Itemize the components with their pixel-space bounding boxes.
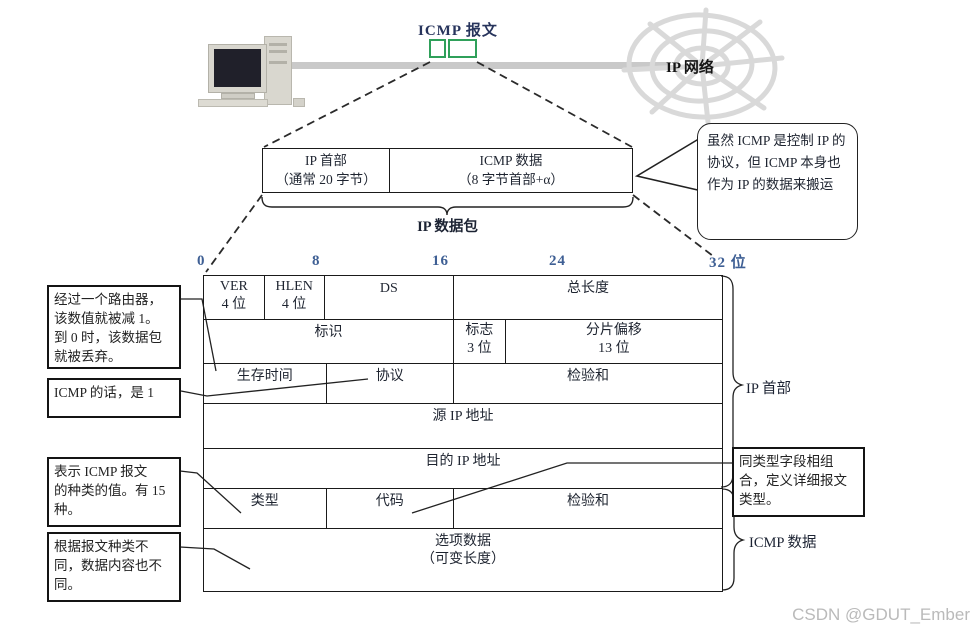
tower-slot (269, 61, 287, 64)
dashed-expansion-lines (205, 61, 714, 273)
field-cell-icmp-type: 类型 (250, 494, 279, 509)
monitor-stand (221, 93, 255, 99)
computer-keyboard (198, 99, 268, 107)
table-row: 类型 代码 检验和 (204, 488, 722, 528)
note-ttl-decrement: 经过一个路由器， 该数值就被减 1。 到 0 时，该数据包 就被丢弃。 (47, 285, 181, 369)
field-cell-ttl: 生存时间 (236, 369, 293, 384)
table-row: 选项数据（可变长度） (204, 528, 722, 591)
field-cell-identification: 标识 (314, 325, 343, 340)
icmp-packet-segment-icon (448, 39, 477, 58)
speech-bubble: 虽然 ICMP 是控制 IP 的协议，但 ICMP 本身也作为 IP 的数据来搬… (697, 123, 858, 240)
icmp-data-brace-label: ICMP 数据 (749, 535, 817, 551)
bit-tick-24: 24 (549, 253, 566, 269)
ip-header-segment-title: IP 首部 (305, 153, 347, 168)
computer-monitor (208, 44, 267, 93)
note-data-varies: 根据报文种类不 同，数据内容也不 同。 (47, 532, 181, 602)
icmp-data-segment-size: （8 字节首部+α） (458, 172, 564, 187)
note-type-code-combination: 同类型字段相组 合，定义详细报文 类型。 (732, 447, 865, 517)
table-row: 生存时间 协议 检验和 (204, 363, 722, 403)
bit-tick-8: 8 (312, 253, 321, 269)
annotation-leader-lines (179, 298, 732, 570)
csdn-watermark: CSDN @GDUT_Ember (792, 605, 970, 624)
icmp-packet-segment-icon (429, 39, 446, 58)
table-row: 源 IP 地址 (204, 403, 722, 448)
computer-tower-foot (293, 98, 305, 107)
field-cell-destination-ip: 目的 IP 地址 (425, 454, 501, 469)
ip-datagram-brace (261, 196, 634, 216)
ip-header-brace-label: IP 首部 (746, 381, 791, 397)
ip-header-segment-size: （通常 20 字节） (275, 172, 377, 187)
field-cell-icmp-code: 代码 (325, 489, 454, 528)
bit-tick-16: 16 (432, 253, 449, 269)
field-cell-header-checksum: 检验和 (453, 364, 722, 403)
network-cable-line (290, 62, 670, 69)
ip-datagram-box: IP 首部 （通常 20 字节） ICMP 数据 （8 字节首部+α） (262, 148, 633, 193)
bit-tick-0: 0 (197, 253, 206, 269)
ip-header-segment: IP 首部 （通常 20 字节） (263, 149, 389, 192)
field-cell-ds: DS (323, 276, 454, 319)
field-cell-option-data: 选项数据（可变长度） (421, 534, 505, 567)
monitor-screen (214, 49, 261, 87)
bit-tick-32: 32 位 (709, 255, 747, 271)
field-cell-protocol: 协议 (325, 364, 454, 403)
field-cell-icmp-checksum: 检验和 (453, 489, 722, 528)
speech-bubble-tail (634, 136, 703, 192)
field-cell-source-ip: 源 IP 地址 (432, 409, 494, 424)
ip-datagram-label: IP 数据包 (417, 219, 478, 235)
spider-web-icon (621, 7, 785, 125)
ip-network-label: IP 网络 (666, 60, 714, 76)
note-icmp-type-values: 表示 ICMP 报文 的种类的值。有 15 种。 (47, 457, 181, 527)
speech-bubble-text: 虽然 ICMP 是控制 IP 的协议，但 ICMP 本身也作为 IP 的数据来搬… (707, 133, 846, 192)
tower-slot (269, 43, 287, 46)
note-protocol-is-1: ICMP 的话，是 1 (47, 378, 181, 418)
icmp-packet-label: ICMP 报文 (418, 23, 498, 39)
computer-tower (264, 36, 292, 105)
icmp-data-segment-title: ICMP 数据 (479, 153, 543, 168)
table-row: 目的 IP 地址 (204, 448, 722, 488)
icmp-data-segment: ICMP 数据 （8 字节首部+α） (389, 149, 632, 192)
tower-slot (269, 50, 287, 53)
field-cell-total-length: 总长度 (453, 276, 722, 319)
